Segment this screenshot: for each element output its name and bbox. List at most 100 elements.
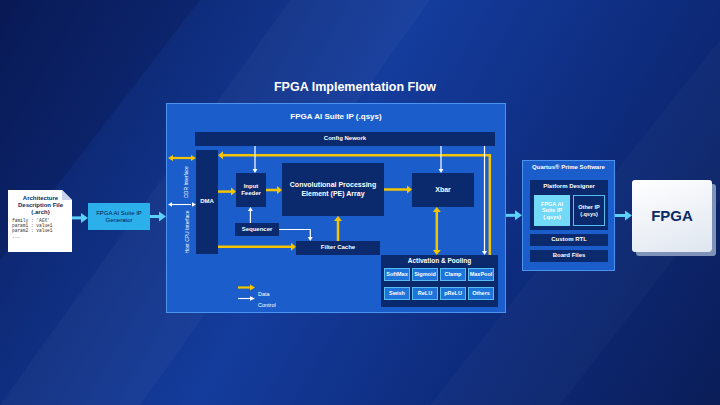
node-text: Convolutional Processing Element (PE) Ar… [284, 181, 382, 198]
connector [218, 243, 296, 251]
arrowhead [291, 243, 296, 251]
node-text: Activation & Pooling [381, 257, 498, 265]
connector-line [384, 188, 408, 191]
node-text: SoftMax [386, 271, 407, 278]
node-text: DMA [200, 198, 214, 205]
arrowhead [231, 188, 236, 196]
node-text: Clamp [445, 271, 462, 278]
ddr-arrowhead [168, 155, 173, 161]
bar-box: Custom RTL [530, 234, 608, 246]
connector [218, 151, 490, 255]
connector-line [254, 146, 255, 170]
connector [253, 146, 258, 173]
legend-text: Data [258, 291, 270, 297]
node-text: Others [472, 290, 490, 297]
ip-box: Other IP (.qsys) [573, 195, 605, 226]
connector-line [484, 146, 485, 252]
arrowhead [433, 250, 441, 255]
pe-array-box: Convolutional Processing Element (PE) Ar… [282, 163, 384, 216]
group-box: Activation & PoolingSoftMax Sigmoid Clamp M… [381, 255, 498, 307]
label-wrap: DDR Interface [174, 166, 192, 198]
arrowhead [482, 251, 487, 255]
function-cell: SoftMax [384, 268, 410, 281]
connector [334, 216, 342, 241]
node-text: FPGA AI Suite IP (.qsys) [536, 201, 568, 221]
connector-line [615, 214, 626, 217]
node-text: Sequencer [242, 226, 273, 233]
arrowhead [334, 216, 342, 221]
document-page [8, 190, 72, 252]
host-interface-arrow [172, 204, 191, 205]
generator-box: FPGA AI Suite IP Generator [88, 203, 150, 230]
connector-line [218, 245, 292, 248]
fpga-chip: FPGA [632, 180, 712, 252]
connector [439, 146, 444, 173]
diagram-title: FPGA Implementation Flow [205, 80, 505, 94]
connector-line [250, 210, 251, 223]
connector-line [218, 190, 232, 193]
arrowhead [407, 186, 412, 194]
function-cell: Others [468, 287, 494, 300]
code-line: family : 'AGX' [12, 218, 50, 223]
crossbar-box: Xbar [412, 173, 474, 207]
interface-label: Host CPU Interface [183, 210, 189, 253]
dma-box: DMA [196, 150, 218, 254]
ip-block: FPGA AI Suite IP (.qsys)Config NeworkDMA… [166, 103, 506, 313]
arrowhead [218, 151, 223, 159]
node-text: ReLU [418, 290, 432, 297]
arrowhead [515, 210, 522, 220]
connector-line [436, 211, 439, 251]
connector-line [72, 216, 82, 219]
arrowhead [159, 212, 166, 222]
light-band [0, 0, 430, 405]
host-arrowhead [168, 202, 172, 206]
function-cell: ReLU [412, 287, 438, 300]
bar-box: Board Files [530, 250, 608, 262]
connector [218, 188, 236, 196]
legend-data-arrowhead [250, 285, 255, 291]
arrowhead [308, 237, 313, 241]
node-text: pReLU [444, 290, 462, 297]
node-text: MaxPool [470, 271, 493, 278]
connector-line [222, 155, 490, 255]
node-text: Board Files [553, 252, 586, 259]
arrowhead [439, 169, 444, 173]
legend-text: Control [258, 302, 276, 308]
code-line: param2 : value1 [12, 228, 53, 233]
process-box: Sequencer [235, 223, 279, 236]
legend-row: Data [258, 282, 270, 300]
connector [384, 186, 412, 194]
connector-line [337, 220, 340, 241]
bus-bar: Config Nework [195, 132, 495, 146]
node-text: Input Feeder [238, 183, 264, 197]
function-cell: MaxPool [468, 268, 494, 281]
node-text: Quartus® Prime Software [522, 164, 615, 171]
legend-data-arrow [238, 286, 251, 288]
function-cell: Sigmoid [412, 268, 438, 281]
title-wrap: FPGA Implementation Flow [205, 80, 505, 94]
node-text: Swish [389, 290, 405, 297]
arrowhead [253, 169, 258, 173]
connector [482, 146, 487, 255]
cache-box: Filter Cache [296, 241, 380, 255]
connector [266, 186, 282, 194]
arrowhead [625, 211, 632, 221]
code-line: ... [12, 234, 20, 239]
connector [150, 212, 166, 222]
arrowhead [433, 207, 441, 212]
arrowhead [248, 207, 253, 211]
function-cell: Swish [384, 287, 410, 300]
connector-line [150, 215, 160, 218]
arrowhead [277, 186, 282, 194]
node-text: FPGA [651, 207, 693, 224]
ddr-arrowhead [191, 155, 196, 161]
node-text: Sigmoid [414, 271, 436, 278]
label-wrap: Host CPU Interface [174, 210, 192, 253]
interface-label: DDR Interface [183, 166, 189, 198]
connector-line [266, 189, 278, 192]
node-text: Architecture Description File (.arch) [12, 195, 69, 216]
ip-box: FPGA AI Suite IP (.qsys) [534, 195, 570, 226]
connector [248, 207, 253, 223]
